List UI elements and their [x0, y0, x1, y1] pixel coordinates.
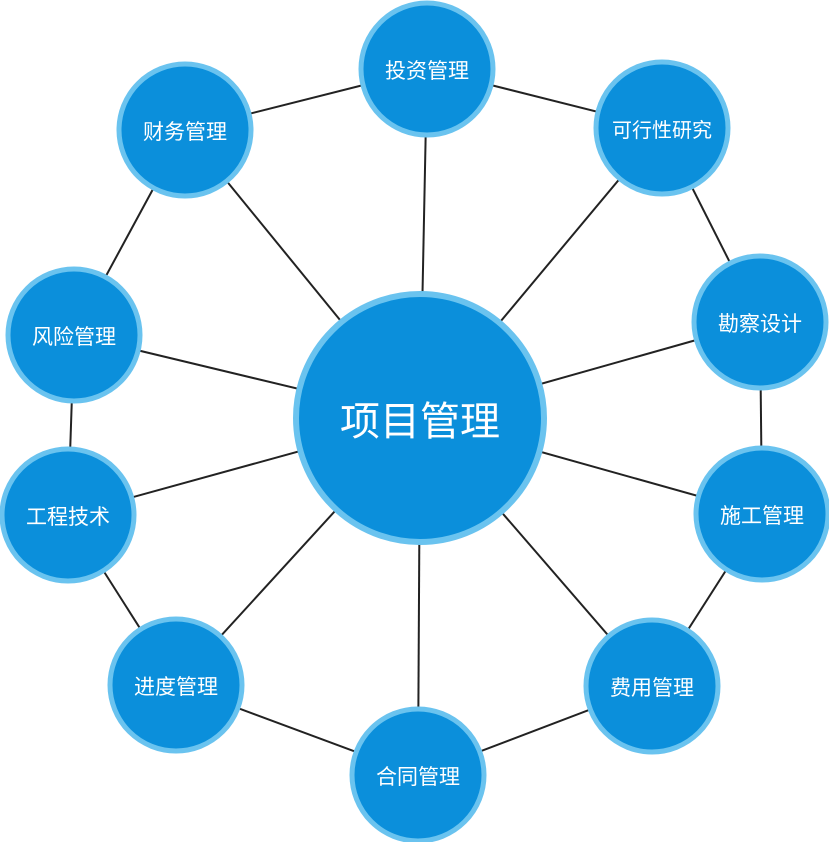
node-circle — [107, 616, 245, 754]
node-circle — [0, 446, 137, 584]
node-circle — [583, 617, 721, 755]
node-label: 勘察设计 — [718, 312, 802, 336]
node-circle — [5, 266, 143, 404]
node: 勘察设计 — [691, 253, 829, 391]
node-label: 财务管理 — [143, 120, 227, 144]
node-circle — [693, 445, 829, 583]
node-label: 投资管理 — [385, 59, 469, 83]
node-label: 可行性研究 — [612, 118, 712, 142]
node: 风险管理 — [5, 266, 143, 404]
node: 财务管理 — [116, 61, 254, 199]
node: 进度管理 — [107, 616, 245, 754]
node: 合同管理 — [349, 706, 487, 842]
center-label: 项目管理 — [340, 399, 500, 445]
node-label: 费用管理 — [610, 676, 694, 700]
center-circle — [293, 291, 547, 545]
node: 施工管理 — [693, 445, 829, 583]
node-label: 进度管理 — [134, 675, 218, 699]
node-circle — [116, 61, 254, 199]
node: 可行性研究 — [593, 59, 731, 197]
node-circle — [349, 706, 487, 842]
node-label: 风险管理 — [32, 325, 116, 349]
node-label: 施工管理 — [720, 504, 804, 528]
node-label: 合同管理 — [376, 765, 460, 789]
node-circle — [691, 253, 829, 391]
node-circle — [358, 0, 496, 138]
node: 投资管理 — [358, 0, 496, 138]
node: 工程技术 — [0, 446, 137, 584]
node: 费用管理 — [583, 617, 721, 755]
node-label: 工程技术 — [26, 505, 110, 529]
node-circle — [593, 59, 731, 197]
center-node: 项目管理 — [293, 291, 547, 545]
